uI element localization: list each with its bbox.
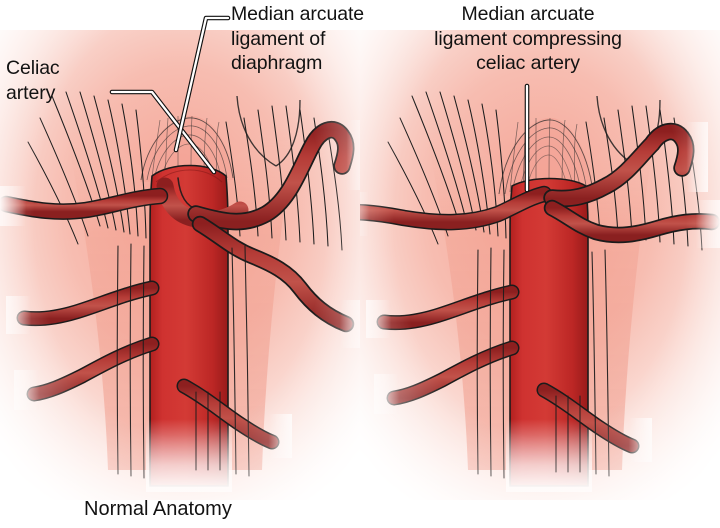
aorta-dome-shading-left [155, 169, 223, 183]
panel-right-compressed-celiac [341, 30, 720, 500]
common-hepatic-artery-right-panel [543, 199, 720, 248]
label-celiac-artery: Celiac artery [6, 57, 60, 104]
splenic-artery-right-panel [543, 122, 708, 208]
leader-lines [109, 15, 530, 193]
left-crus-tissue-right-panel [420, 104, 510, 470]
hiatus-outline-left [236, 95, 277, 167]
lumbar-branches-right-panel [366, 284, 520, 414]
caption-normal-anatomy: Normal Anatomy [84, 498, 232, 520]
renal-branch-left-panel [176, 378, 292, 458]
crural-strands-left [116, 243, 250, 479]
left-gastric-artery-right-panel [341, 185, 553, 236]
label-median-arcuate-ligament-compressing-celiac-artery: Median arcuate ligament compressing celi… [434, 3, 622, 74]
label-median-arcuate-ligament-of-diaphragm: Median arcuate ligament of diaphragm [231, 3, 365, 74]
hiatus-outline-right [275, 99, 301, 167]
lumbar-branches-left-panel [6, 280, 160, 410]
crural-strands-right [476, 247, 610, 479]
common-hepatic-artery-left-panel [191, 215, 364, 348]
left-gastric-artery-left-panel [0, 186, 169, 226]
leader-mal-diaphragm [174, 16, 230, 152]
leader-celiac-artery [110, 90, 216, 174]
median-arcuate-ligament-right [498, 117, 594, 196]
